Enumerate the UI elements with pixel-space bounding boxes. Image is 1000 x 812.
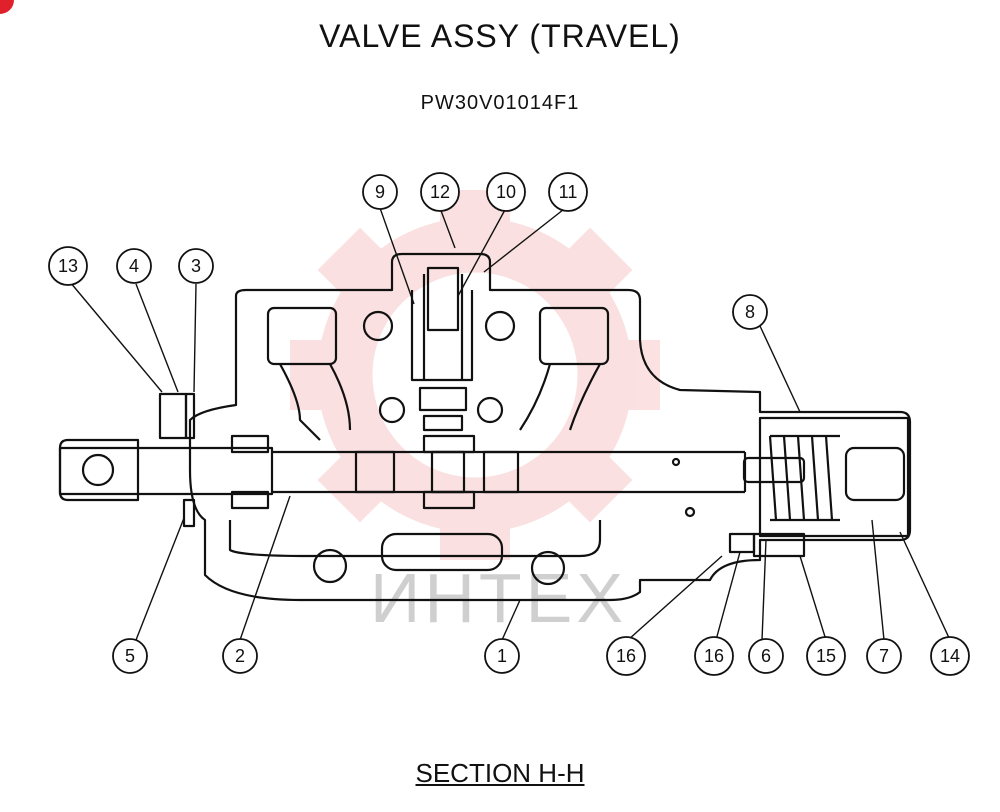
svg-text:3: 3 — [191, 256, 201, 276]
callout-2: 2 — [222, 638, 258, 674]
svg-text:6: 6 — [761, 646, 771, 666]
diagram-title: VALVE ASSY (TRAVEL) — [319, 18, 681, 54]
svg-text:2: 2 — [235, 646, 245, 666]
spool-land — [482, 450, 520, 494]
svg-text:14: 14 — [940, 646, 960, 666]
callout-16: 16 — [694, 636, 734, 676]
corner-mark — [0, 0, 14, 14]
section-label: SECTION H-H — [415, 758, 585, 788]
callout-16: 16 — [606, 636, 646, 676]
check-valve — [410, 274, 474, 382]
spool-rod — [58, 446, 274, 496]
port-chamber-right — [538, 306, 610, 366]
svg-text:13: 13 — [58, 256, 78, 276]
part-number: PW30V01014F1 — [420, 92, 580, 114]
rod-eye — [81, 453, 115, 487]
watermark-text: ИНТЕХ — [370, 559, 627, 637]
plug — [728, 532, 756, 554]
callout-6: 6 — [748, 638, 784, 674]
valve-body-outline — [188, 252, 912, 602]
svg-text:1: 1 — [497, 646, 507, 666]
bottom-passage — [380, 532, 504, 572]
callout-11: 11 — [548, 172, 588, 212]
callout-7: 7 — [866, 638, 902, 674]
callout-13: 13 — [48, 246, 88, 286]
spring-cap — [844, 446, 906, 502]
svg-text:9: 9 — [375, 182, 385, 202]
callout-8: 8 — [732, 294, 768, 330]
spool-land — [354, 450, 396, 494]
spring-housing — [758, 416, 910, 538]
svg-text:16: 16 — [616, 646, 636, 666]
port-chamber-left — [266, 306, 338, 366]
svg-text:10: 10 — [496, 182, 516, 202]
callout-10: 10 — [486, 172, 526, 212]
svg-text:16: 16 — [704, 646, 724, 666]
callout-3: 3 — [178, 248, 214, 284]
cover-plug — [158, 392, 188, 440]
callout-14: 14 — [930, 636, 970, 676]
leader-lines — [69, 205, 951, 641]
svg-text:5: 5 — [125, 646, 135, 666]
svg-text:8: 8 — [745, 302, 755, 322]
callout-5: 5 — [112, 638, 148, 674]
svg-text:11: 11 — [559, 182, 578, 202]
svg-text:4: 4 — [129, 256, 139, 276]
svg-text:7: 7 — [879, 646, 889, 666]
callout-12: 12 — [420, 172, 460, 212]
svg-text:12: 12 — [430, 182, 450, 202]
callout-15: 15 — [806, 636, 846, 676]
svg-text:15: 15 — [816, 646, 836, 666]
return-spring — [768, 434, 840, 522]
callout-4: 4 — [116, 248, 152, 284]
callout-1: 1 — [484, 638, 520, 674]
callout-9: 9 — [362, 174, 398, 210]
